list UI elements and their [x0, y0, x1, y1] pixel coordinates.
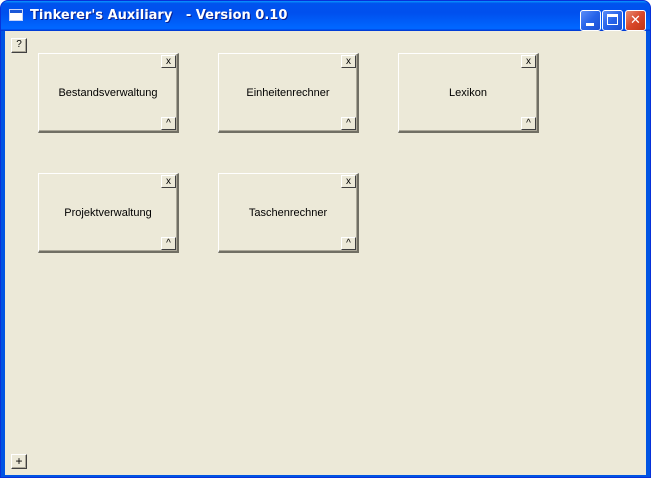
module-collapse-button[interactable]: ^: [161, 237, 176, 250]
module-label: Taschenrechner: [248, 207, 328, 219]
window-icon[interactable]: [9, 9, 23, 21]
module-bestandsverwaltung[interactable]: x Bestandsverwaltung ^: [38, 53, 179, 133]
maximize-icon: [607, 14, 618, 25]
module-collapse-button[interactable]: ^: [161, 117, 176, 130]
module-close-button[interactable]: x: [341, 175, 356, 188]
help-button[interactable]: ?: [11, 38, 27, 53]
module-projektverwaltung[interactable]: x Projektverwaltung ^: [38, 173, 179, 253]
module-close-button[interactable]: x: [161, 175, 176, 188]
client-area: ? x Bestandsverwaltung ^ x Einheitenrech…: [5, 31, 646, 475]
module-label: Bestandsverwaltung: [58, 87, 158, 99]
minimize-button[interactable]: [580, 10, 601, 31]
module-collapse-button[interactable]: ^: [341, 117, 356, 130]
minimize-icon: [586, 23, 594, 26]
module-einheitenrechner[interactable]: x Einheitenrechner ^: [218, 53, 359, 133]
add-module-button[interactable]: +: [11, 454, 27, 469]
title-bar[interactable]: Tinkerer's Auxiliary - Version 0.10 ✕: [1, 1, 650, 31]
module-close-button[interactable]: x: [161, 55, 176, 68]
module-collapse-button[interactable]: ^: [341, 237, 356, 250]
module-collapse-button[interactable]: ^: [521, 117, 536, 130]
module-label: Projektverwaltung: [64, 207, 152, 219]
close-icon: ✕: [630, 13, 641, 28]
close-button[interactable]: ✕: [625, 10, 646, 31]
module-label: Einheitenrechner: [246, 87, 330, 99]
module-label: Lexikon: [449, 87, 487, 99]
module-taschenrechner[interactable]: x Taschenrechner ^: [218, 173, 359, 253]
maximize-button[interactable]: [602, 10, 623, 31]
module-lexikon[interactable]: x Lexikon ^: [398, 53, 539, 133]
window-title: Tinkerer's Auxiliary - Version 0.10: [30, 8, 288, 23]
module-close-button[interactable]: x: [521, 55, 536, 68]
module-close-button[interactable]: x: [341, 55, 356, 68]
